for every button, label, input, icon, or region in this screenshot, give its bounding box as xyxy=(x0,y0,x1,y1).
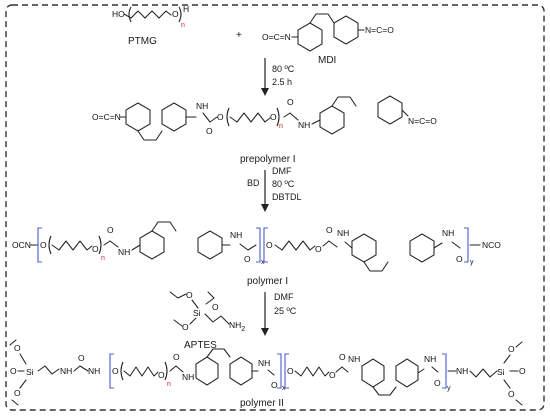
aptes-o-1: O xyxy=(186,290,193,300)
polymer-ii-right-o-3: O xyxy=(508,389,515,399)
polymer-i-right-nco: NCO xyxy=(482,240,501,250)
polymer-ii-left-o-2: O xyxy=(10,366,17,376)
polymer-i-o-1: O xyxy=(40,240,47,250)
polymer-i-carbonyl-o-1: O xyxy=(107,225,114,235)
reaction-arrow-3-head xyxy=(261,328,269,336)
ptmg-oxygen: O xyxy=(172,9,179,19)
polymer-ii-nh-6: NH xyxy=(424,354,436,364)
prepolymer-right-nco: N=C=O xyxy=(408,116,437,126)
polymer-ii-nh-7: NH xyxy=(456,366,468,376)
aptes-label: APTES xyxy=(184,340,217,351)
polymer-ii-left-silicon: Si xyxy=(26,367,34,377)
mdi-structure: O=C=N N=C=O xyxy=(262,13,394,52)
aptes-o-2: O xyxy=(212,302,219,312)
polymer-ii-left-o-3: O xyxy=(14,388,21,398)
mdi-left-nco: O=C=N xyxy=(262,32,291,42)
polymer-ii-nh-4: NH xyxy=(258,358,270,368)
polymer-i-carbonyl-o-2: O xyxy=(244,254,251,264)
prepolymer-label: prepolymer I xyxy=(240,154,296,165)
prepolymer-repeat-n: n xyxy=(279,123,283,130)
step1-temperature: 80 ºC xyxy=(272,64,295,74)
polymer-ii-right-o-1: O xyxy=(508,344,515,354)
polymer-ii-repeat-x: x xyxy=(282,385,286,392)
polymer-i-nh-1: NH xyxy=(118,247,130,257)
polymer-ii-left-o-1: O xyxy=(14,343,21,353)
step2-temperature: 80 ºC xyxy=(272,179,295,189)
polymer-ii-o-1: O xyxy=(112,366,119,376)
polymer-ii-o-2: O xyxy=(158,370,165,380)
polymer-ii-structure: O O O Si NH O NH O O n O NH NH O x xyxy=(9,339,526,406)
polymer-i-repeat-y: y xyxy=(470,259,474,266)
aptes-silicon: Si xyxy=(193,308,201,318)
prepolymer-nh-2: NH xyxy=(298,120,310,130)
polymer-i-nh-4: NH xyxy=(442,228,454,238)
polymer-i-repeat-x: x xyxy=(261,259,265,266)
polymer-ii-carbonyl-o-5: O xyxy=(434,378,441,388)
polymer-ii-o-3: O xyxy=(287,366,294,376)
polymer-i-o-4: O xyxy=(315,244,322,254)
polymer-ii-o-4: O xyxy=(329,370,336,380)
step2-catalyst: DBTDL xyxy=(272,192,302,202)
polymer-i-left-ocn: OCN xyxy=(12,240,31,250)
prepolymer-o-2: O xyxy=(270,112,277,122)
step1-time: 2.5 h xyxy=(272,77,292,87)
prepolymer-structure: O=C=N NH O O O n O NH N=C=O xyxy=(92,95,437,141)
ptmg-label: PTMG xyxy=(128,36,157,47)
ptmg-structure: HO O H n xyxy=(112,4,189,29)
plus-sign: + xyxy=(236,30,242,41)
reaction-arrow-1-head xyxy=(261,88,269,96)
polymer-ii-label: polymer II xyxy=(240,398,284,409)
polymer-ii-carbonyl-o-1: O xyxy=(78,353,85,363)
polymer-i-repeat-n: n xyxy=(101,255,105,262)
ptmg-repeat-n: n xyxy=(181,22,185,29)
aptes-o-3: O xyxy=(182,322,189,332)
prepolymer-nh-1: NH xyxy=(196,101,208,111)
prepolymer-left-nco: O=C=N xyxy=(92,112,121,122)
polymer-ii-carbonyl-o-3: O xyxy=(271,380,278,390)
aptes-structure: O O Si O NH2 xyxy=(169,290,245,333)
step2-solvent: DMF xyxy=(272,166,292,176)
reaction-arrow-2-head xyxy=(261,204,269,212)
polymer-i-structure: OCN O O n O NH NH O x O O O NH xyxy=(12,221,501,272)
polymer-ii-repeat-n: n xyxy=(167,381,171,388)
polymer-ii-nh-5: NH xyxy=(348,354,360,364)
polymer-i-nh-2: NH xyxy=(230,230,242,240)
prepolymer-carbonyl-o-2: O xyxy=(287,97,294,107)
step3-temperature: 25 ºC xyxy=(274,306,297,316)
step2-extender: BD xyxy=(247,178,260,188)
polymer-ii-nh-1: NH xyxy=(60,366,72,376)
ptmg-terminal-h: H xyxy=(183,4,189,14)
mdi-right-nco: N=C=O xyxy=(365,25,394,35)
polymer-ii-right-o-2: O xyxy=(519,366,526,376)
polymer-ii-carbonyl-o-2: O xyxy=(173,352,180,362)
polymer-i-o-3: O xyxy=(266,240,273,250)
prepolymer-carbonyl-o-1: O xyxy=(206,126,213,136)
polymer-i-nh-3: NH xyxy=(337,228,349,238)
polymer-ii-nh-3: NH xyxy=(182,372,194,382)
mdi-label: MDI xyxy=(318,55,336,66)
polymer-ii-nh-2: NH xyxy=(88,366,100,376)
ptmg-hydroxyl: HO xyxy=(112,9,125,19)
polymer-ii-carbonyl-o-4: O xyxy=(339,352,346,362)
dashed-border xyxy=(5,4,545,411)
polymer-i-o-2: O xyxy=(92,244,99,254)
polymer-i-carbonyl-o-4: O xyxy=(456,254,463,264)
aptes-amine: NH2 xyxy=(229,320,245,333)
polymer-i-carbonyl-o-3: O xyxy=(326,225,333,235)
polymer-ii-repeat-y: y xyxy=(447,385,451,392)
polymer-i-label: polymer I xyxy=(247,276,288,287)
polymer-ii-right-silicon: Si xyxy=(497,367,505,377)
step3-solvent: DMF xyxy=(274,292,294,302)
prepolymer-o-1: O xyxy=(217,112,224,122)
